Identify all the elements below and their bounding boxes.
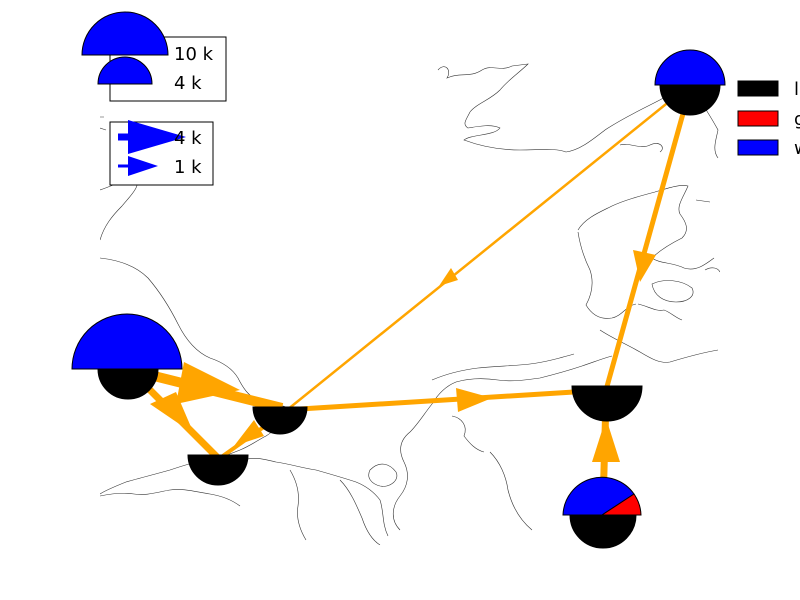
- flow-legend: 4 k 1 k: [109, 120, 214, 186]
- carrier-swatch-g: [737, 110, 779, 127]
- buses: [71, 49, 726, 549]
- bus-northeast: [654, 49, 726, 116]
- carrier-label: w: [794, 138, 800, 159]
- carrier-swatch-l: [737, 80, 779, 97]
- flow-arrow-icon: [456, 388, 492, 412]
- carrier-label: l: [794, 79, 799, 100]
- bus-uk-west: [71, 313, 183, 400]
- flow-arrow-icon: [176, 362, 240, 404]
- half-pie-bus-icon: [97, 56, 153, 85]
- flow-arrow-icon: [592, 418, 620, 462]
- flow-legend-label: 4 k: [174, 128, 202, 149]
- size-legend: 10 k 4 k: [81, 11, 227, 102]
- flow-arrow-icon: [128, 156, 158, 176]
- half-pie-bus-icon: [81, 11, 169, 56]
- carrier-legend: l g w: [737, 79, 800, 159]
- flow-arrow-icon: [234, 420, 264, 446]
- bus-wilhelmshaven: [571, 385, 643, 422]
- bus-south: [562, 476, 642, 549]
- carrier-swatch-w: [737, 139, 779, 156]
- flow-arrow-icon: [128, 120, 186, 154]
- bus-humber: [252, 406, 308, 435]
- carrier-label: g: [794, 109, 800, 130]
- bus-thames: [187, 454, 249, 486]
- flow-legend-label: 1 k: [174, 157, 202, 178]
- flow-line: [603, 109, 687, 391]
- size-legend-label: 4 k: [174, 73, 202, 94]
- flow-line: [283, 387, 607, 413]
- flow-arrow-icon: [150, 392, 194, 434]
- flow-line: [281, 95, 677, 415]
- flow-arrow-icon: [439, 268, 458, 286]
- flow-arrow-icon: [633, 250, 656, 282]
- size-legend-label: 10 k: [174, 44, 214, 65]
